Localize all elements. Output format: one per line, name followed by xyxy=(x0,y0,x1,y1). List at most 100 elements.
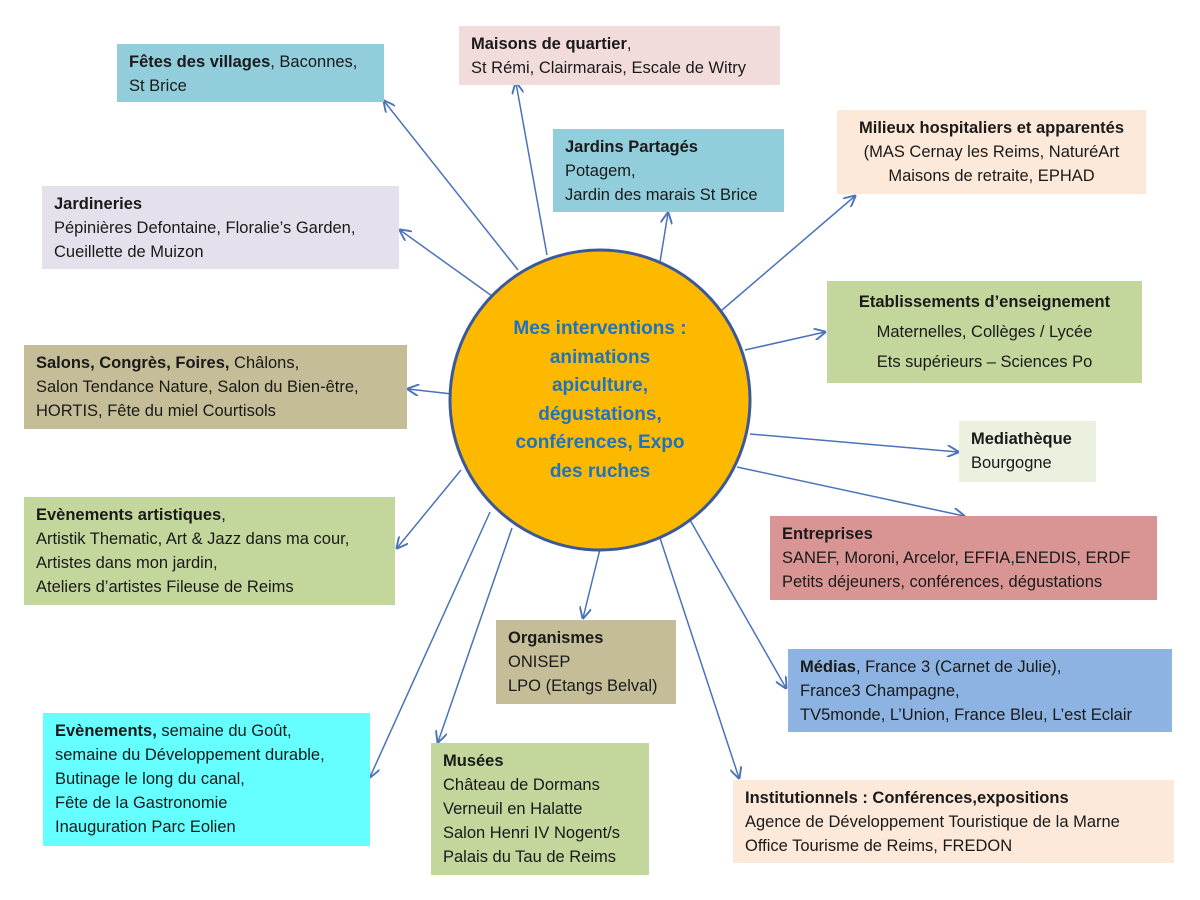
box-line: Maisons de retraite, EPHAD xyxy=(849,164,1134,188)
box-text: Verneuil en Halatte xyxy=(443,800,583,818)
arrow-to-maisons xyxy=(516,83,548,256)
box-text: Maternelles, Collèges / Lycée xyxy=(876,323,1093,341)
center-title: Mes interventions : animations apicultur… xyxy=(470,315,730,486)
box-line: Artistes dans mon jardin, xyxy=(36,551,383,575)
box-text: Fête de la Gastronomie xyxy=(55,794,228,812)
center-title-line: dégustations, xyxy=(538,403,662,425)
arrow-to-etablissements xyxy=(744,332,825,351)
arrow-to-entreprises xyxy=(736,466,964,516)
box-line: Verneuil en Halatte xyxy=(443,797,637,821)
box-line: Evènements, semaine du Goût, xyxy=(55,719,358,743)
center-circle xyxy=(448,248,752,552)
box-text: Butinage le long du canal, xyxy=(55,770,245,788)
box-heading: Etablissements d’enseignement xyxy=(858,293,1111,311)
box-text: Bourgogne xyxy=(971,454,1052,472)
box-heading: Médias xyxy=(800,658,856,676)
box-text: semaine du Goût, xyxy=(156,722,292,740)
box-text: TV5monde, L’Union, France Bleu, L’est Ec… xyxy=(800,706,1133,724)
box-line: Musées xyxy=(443,749,637,773)
box-line: LPO (Etangs Belval) xyxy=(508,674,664,698)
center-title-line: des ruches xyxy=(549,460,651,482)
center-title-line: animations xyxy=(549,346,651,368)
box-line: Milieux hospitaliers et apparentés xyxy=(849,116,1134,140)
box-line: Artistik Thematic, Art & Jazz dans ma co… xyxy=(36,527,383,551)
box-text: Château de Dormans xyxy=(443,776,600,794)
box-line: Bourgogne xyxy=(971,451,1084,475)
box-institutionnels: Institutionnels : Conférences,exposition… xyxy=(733,780,1174,863)
box-text: Office Tourisme de Reims, FREDON xyxy=(745,837,1013,855)
box-line: Fête de la Gastronomie xyxy=(55,791,358,815)
box-line: France3 Champagne, xyxy=(800,679,1160,703)
box-text: Potagem, xyxy=(565,162,636,180)
box-line: Jardineries xyxy=(54,192,387,216)
box-heading: Maisons de quartier xyxy=(471,35,627,53)
box-text: , France 3 (Carnet de Julie), xyxy=(855,658,1062,676)
box-text: Châlons, xyxy=(229,354,300,372)
box-text: Ateliers d’artistes Fileuse de Reims xyxy=(36,578,294,596)
box-line: Petits déjeuners, conférences, dégustati… xyxy=(782,570,1145,594)
box-text: Salon Tendance Nature, Salon du Bien-êtr… xyxy=(36,378,359,396)
box-line: Fêtes des villages, Baconnes, xyxy=(129,50,372,74)
box-line: Pépinières Defontaine, Floralie’s Garden… xyxy=(54,216,387,240)
box-line: Médias, France 3 (Carnet de Julie), xyxy=(800,655,1160,679)
box-line: ONISEP xyxy=(508,650,664,674)
box-line: TV5monde, L’Union, France Bleu, L’est Ec… xyxy=(800,703,1160,727)
box-text: , Baconnes, xyxy=(270,53,358,71)
box-line: Etablissements d’enseignement xyxy=(839,287,1130,317)
box-heading: Evènements artistiques xyxy=(36,506,222,524)
box-text: Agence de Développement Touristique de l… xyxy=(745,813,1120,831)
arrow-to-mediatheque xyxy=(749,433,958,452)
arrow-to-jardins xyxy=(659,213,668,263)
box-line: Mediathèque xyxy=(971,427,1084,451)
box-line: Ets supérieurs – Sciences Po xyxy=(839,347,1130,377)
box-text: Jardin des marais St Brice xyxy=(565,186,758,204)
box-artistiques: Evènements artistiques, Artistik Thematic… xyxy=(24,497,395,605)
box-line: Evènements artistiques, xyxy=(36,503,383,527)
arrow-to-salons xyxy=(408,389,453,394)
box-line: HORTIS, Fête du miel Courtisols xyxy=(36,399,395,423)
box-heading: Mediathèque xyxy=(971,430,1072,448)
box-text: Artistik Thematic, Art & Jazz dans ma co… xyxy=(36,530,350,548)
box-text: Pépinières Defontaine, Floralie’s Garden… xyxy=(54,219,356,237)
box-text: St Rémi, Clairmarais, Escale de Witry xyxy=(471,59,747,77)
box-text: Cueillette de Muizon xyxy=(54,243,204,261)
center-title-line: conférences, Expo xyxy=(515,432,685,453)
box-text: ONISEP xyxy=(508,653,571,671)
box-milieux: Milieux hospitaliers et apparentés(MAS C… xyxy=(837,110,1146,194)
box-line: Cueillette de Muizon xyxy=(54,240,387,264)
box-line: Institutionnels : Conférences,exposition… xyxy=(745,786,1162,810)
box-medias: Médias, France 3 (Carnet de Julie),Franc… xyxy=(788,649,1172,732)
box-line: Salon Tendance Nature, Salon du Bien-êtr… xyxy=(36,375,395,399)
box-heading: Jardins Partagés xyxy=(565,138,698,156)
box-text: Inauguration Parc Eolien xyxy=(55,818,236,836)
box-text: Artistes dans mon jardin, xyxy=(36,554,218,572)
box-heading: Musées xyxy=(443,752,504,770)
box-salons: Salons, Congrès, Foires, Châlons,Salon T… xyxy=(24,345,407,429)
box-heading: Entreprises xyxy=(782,525,873,543)
arrow-to-milieux xyxy=(721,196,855,311)
arrow-to-medias xyxy=(689,519,786,688)
box-line: Inauguration Parc Eolien xyxy=(55,815,358,839)
arrow-to-artistiques xyxy=(397,469,462,548)
box-line: semaine du Développement durable, xyxy=(55,743,358,767)
arrow-to-organismes xyxy=(583,544,602,618)
box-heading: Jardineries xyxy=(54,195,143,213)
center-title-line: Mes interventions : xyxy=(513,318,687,339)
box-line: Ateliers d’artistes Fileuse de Reims xyxy=(36,575,383,599)
box-line: Potagem, xyxy=(565,159,772,183)
box-heading: Organismes xyxy=(508,629,604,647)
box-evenements: Evènements, semaine du Goût,semaine du D… xyxy=(43,713,370,846)
box-line: Jardin des marais St Brice xyxy=(565,183,772,207)
arrow-to-evenements xyxy=(370,511,491,777)
box-line: Jardins Partagés xyxy=(565,135,772,159)
box-text: Petits déjeuners, conférences, dégustati… xyxy=(782,573,1103,591)
arrow-to-institutionnels xyxy=(659,537,739,778)
box-text: Salon Henri IV Nogent/s xyxy=(443,824,621,842)
box-text: St Brice xyxy=(129,77,187,95)
